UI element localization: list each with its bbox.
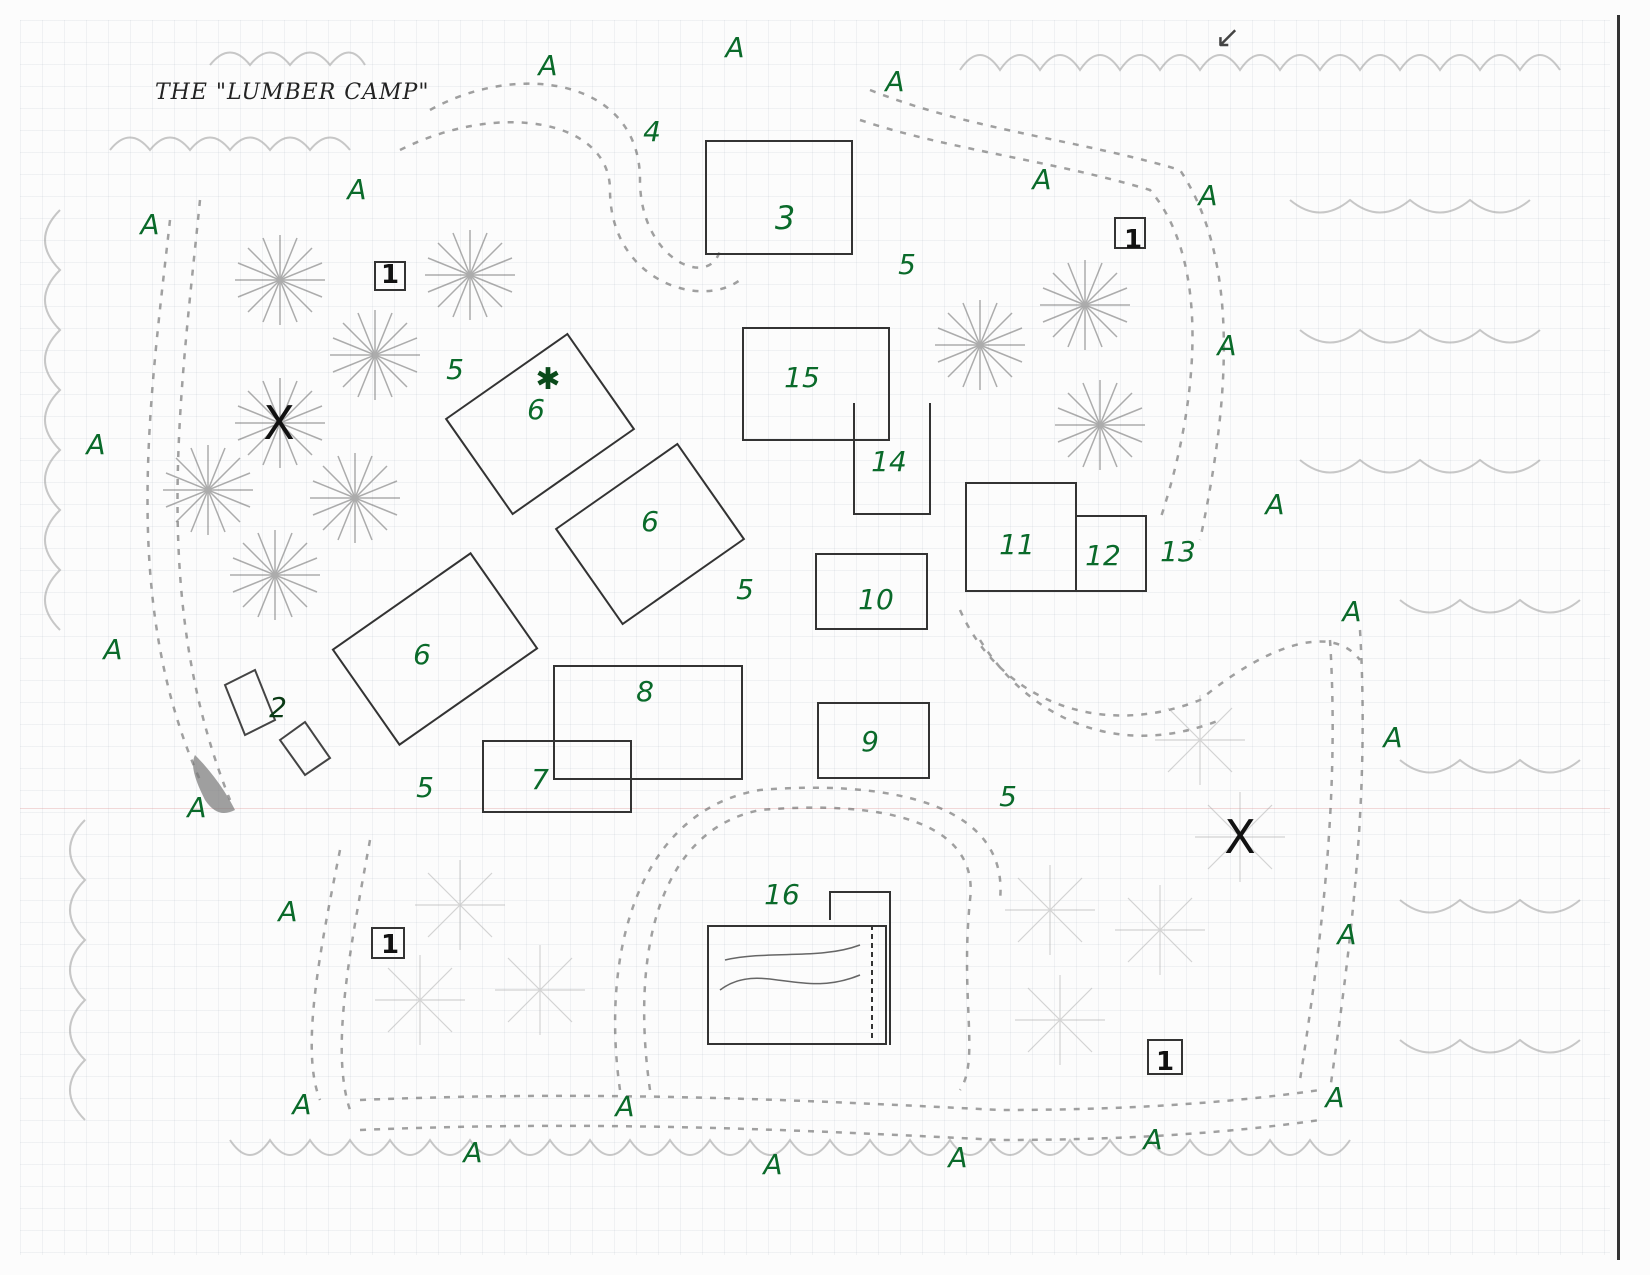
label-1: 1 bbox=[1123, 225, 1143, 255]
forest-canopy bbox=[44, 51, 1581, 1156]
label-11: 11 bbox=[999, 528, 1035, 561]
label-10: 10 bbox=[858, 583, 894, 616]
label-5-clearing: 5 bbox=[898, 248, 916, 281]
label-a: A bbox=[187, 791, 207, 824]
label-a: A bbox=[1198, 179, 1218, 212]
label-a: A bbox=[1342, 595, 1362, 628]
label-a: A bbox=[538, 49, 558, 82]
label-6: 6 bbox=[641, 505, 659, 538]
label-1: 1 bbox=[1155, 1047, 1175, 1077]
label-1: 1 bbox=[380, 260, 400, 290]
building-10[interactable] bbox=[815, 553, 928, 630]
label-a: A bbox=[725, 31, 745, 64]
label-15: 15 bbox=[784, 361, 820, 394]
map-title: THE "LUMBER CAMP" bbox=[155, 80, 430, 105]
label-5-clearing: 5 bbox=[999, 780, 1017, 813]
building-16-detail bbox=[719, 891, 891, 1045]
graph-paper-grid bbox=[20, 20, 1610, 1255]
label-a: A bbox=[1383, 721, 1403, 754]
label-7: 7 bbox=[531, 763, 549, 796]
faint-pine-trees bbox=[375, 695, 1285, 1065]
arrow-icon: ↙ bbox=[1215, 21, 1241, 54]
label-a: A bbox=[1265, 488, 1285, 521]
label-4: 4 bbox=[643, 115, 661, 148]
label-16: 16 bbox=[764, 878, 800, 911]
building-9[interactable] bbox=[817, 702, 930, 779]
label-13: 13 bbox=[1160, 535, 1196, 568]
label-5-clearing: 5 bbox=[416, 771, 434, 804]
label-12: 12 bbox=[1085, 539, 1121, 572]
paper-edge bbox=[1617, 15, 1620, 1260]
building-16[interactable] bbox=[707, 925, 887, 1045]
label-a: A bbox=[292, 1088, 312, 1121]
label-6: 6 bbox=[413, 638, 431, 671]
building-15[interactable] bbox=[742, 327, 890, 441]
label-5-clearing: 5 bbox=[736, 573, 754, 606]
building-8[interactable] bbox=[553, 665, 743, 780]
label-a: A bbox=[1325, 1081, 1345, 1114]
label-a: A bbox=[1143, 1123, 1163, 1156]
label-a: A bbox=[347, 173, 367, 206]
x-mark-icon: X bbox=[263, 396, 295, 450]
label-a: A bbox=[1217, 329, 1237, 362]
label-5-clearing: 5 bbox=[446, 353, 464, 386]
label-8: 8 bbox=[636, 675, 654, 708]
label-14: 14 bbox=[871, 445, 907, 478]
label-3: 3 bbox=[774, 199, 796, 237]
pine-trees bbox=[163, 230, 1145, 620]
label-2: 2 bbox=[269, 691, 287, 724]
building-14[interactable] bbox=[853, 403, 931, 515]
outhouses-2 bbox=[223, 668, 332, 777]
building-12[interactable] bbox=[1075, 515, 1147, 592]
label-a: A bbox=[1032, 163, 1052, 196]
label-a: A bbox=[463, 1136, 483, 1169]
building-7[interactable] bbox=[482, 740, 632, 813]
label-a: A bbox=[140, 208, 160, 241]
building-3[interactable] bbox=[705, 140, 853, 255]
label-a: A bbox=[1337, 918, 1357, 951]
brush-undergrowth bbox=[146, 82, 1364, 1142]
x-mark-icon: X bbox=[1224, 810, 1256, 864]
label-a: A bbox=[885, 65, 905, 98]
label-6: 6 bbox=[527, 393, 545, 426]
label-a: A bbox=[615, 1090, 635, 1123]
label-9: 9 bbox=[861, 725, 879, 758]
label-a: A bbox=[763, 1148, 783, 1181]
label-1: 1 bbox=[380, 930, 400, 960]
label-a: A bbox=[103, 633, 123, 666]
paper-margin-line bbox=[20, 808, 1610, 809]
woodpile bbox=[193, 755, 235, 813]
label-a: A bbox=[278, 895, 298, 928]
star-icon: ✱ bbox=[535, 362, 561, 397]
label-a: A bbox=[948, 1141, 968, 1174]
label-a: A bbox=[86, 428, 106, 461]
outhouses-1 bbox=[371, 217, 1183, 1075]
